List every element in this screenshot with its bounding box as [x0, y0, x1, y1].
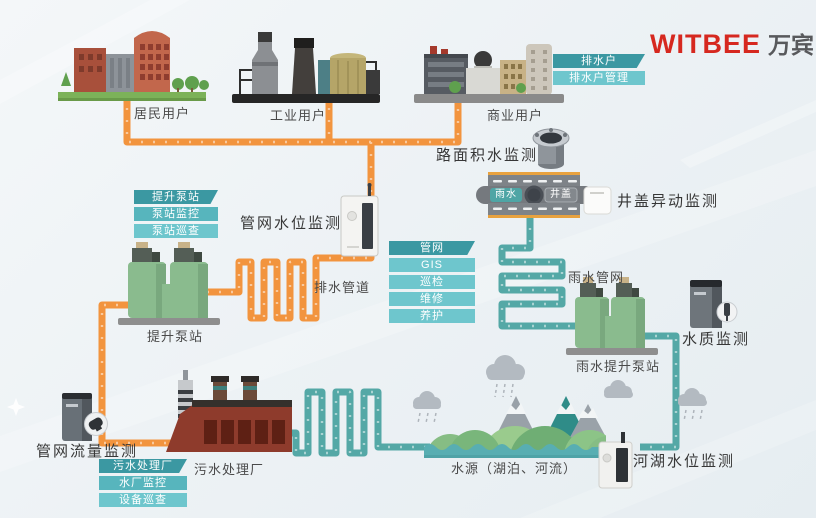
- commercial-buildings-icon: [414, 44, 564, 103]
- label-rain-pump-station: 雨水提升泵站: [576, 359, 661, 374]
- rain-clouds-icon: [413, 355, 707, 424]
- water-source-icon: [424, 396, 606, 458]
- tag-group-network: 管网 GIS 巡检 维修 养护: [389, 241, 475, 323]
- label-rain-network: 雨水管网: [568, 270, 625, 285]
- tag-sewage-plant: 污水处理厂: [99, 459, 187, 473]
- label-water-quality-monitor: 水质监测: [682, 331, 751, 348]
- tag-drain-user: 排水户: [553, 54, 645, 68]
- label-river-level-monitor: 河湖水位监测: [633, 453, 736, 470]
- manhole-monitor-icon: [583, 186, 612, 215]
- sewage-plant-icon: [166, 370, 292, 452]
- brand-logo-en: WITBEE: [650, 29, 761, 59]
- tag-group-plant: 污水处理厂 水厂监控 设备巡查: [99, 459, 187, 507]
- pipe-flow-monitor-icon: [62, 393, 108, 441]
- road-manhole-label: 井盖: [550, 189, 572, 200]
- tag-pump-monitor: 泵站监控: [134, 207, 218, 221]
- tag-plant-monitor: 水厂监控: [99, 476, 187, 490]
- label-water-source: 水源（湖泊、河流）: [451, 461, 578, 476]
- pipe-level-monitor-icon: [340, 183, 379, 257]
- tag-patrol: 巡检: [389, 275, 475, 289]
- label-pipe-flow-monitor: 管网流量监测: [36, 443, 139, 460]
- label-manhole-monitor: 井盖异动监测: [617, 193, 720, 210]
- water-quality-monitor-icon: [690, 280, 738, 328]
- label-pipe-level-monitor: 管网水位监测: [240, 215, 343, 232]
- label-residential: 居民用户: [134, 106, 191, 121]
- brand-logo: WITBEE 万宾: [650, 26, 814, 60]
- tag-repair: 维修: [389, 292, 475, 306]
- tag-network: 管网: [389, 241, 475, 255]
- tag-pump-inspect: 泵站巡查: [134, 224, 218, 238]
- brand-logo-cn: 万宾: [768, 32, 814, 58]
- lift-pump-station-icon: [118, 242, 220, 325]
- road-ponding-monitor-icon: [532, 128, 570, 169]
- rainwater-pipe-ticks: [288, 216, 678, 455]
- road-manhole-icon: [476, 172, 594, 218]
- label-industrial: 工业用户: [270, 108, 327, 123]
- tag-pump-station: 提升泵站: [134, 190, 218, 204]
- tag-maintain: 养护: [389, 309, 475, 323]
- tag-group-drain-users: 排水户 排水户管理: [553, 54, 645, 85]
- road-rainwater-label: 雨水: [495, 189, 517, 200]
- rainwater-pump-station-icon: [566, 277, 658, 355]
- industrial-buildings-icon: [232, 32, 380, 103]
- label-road-ponding-monitor: 路面积水监测: [436, 147, 539, 164]
- label-commercial: 商业用户: [487, 108, 544, 123]
- label-drain-pipe: 排水管道: [314, 280, 371, 295]
- label-lift-pump-station: 提升泵站: [147, 329, 204, 344]
- tag-equip-inspect: 设备巡查: [99, 493, 187, 507]
- tag-gis: GIS: [389, 258, 475, 272]
- tag-drain-user-mgmt: 排水户管理: [553, 71, 645, 85]
- river-level-monitor-icon: [598, 432, 633, 489]
- tag-group-pump-station: 提升泵站 泵站监控 泵站巡查: [134, 190, 218, 238]
- residential-buildings-icon: [58, 31, 209, 101]
- label-sewage-plant: 污水处理厂: [194, 462, 265, 477]
